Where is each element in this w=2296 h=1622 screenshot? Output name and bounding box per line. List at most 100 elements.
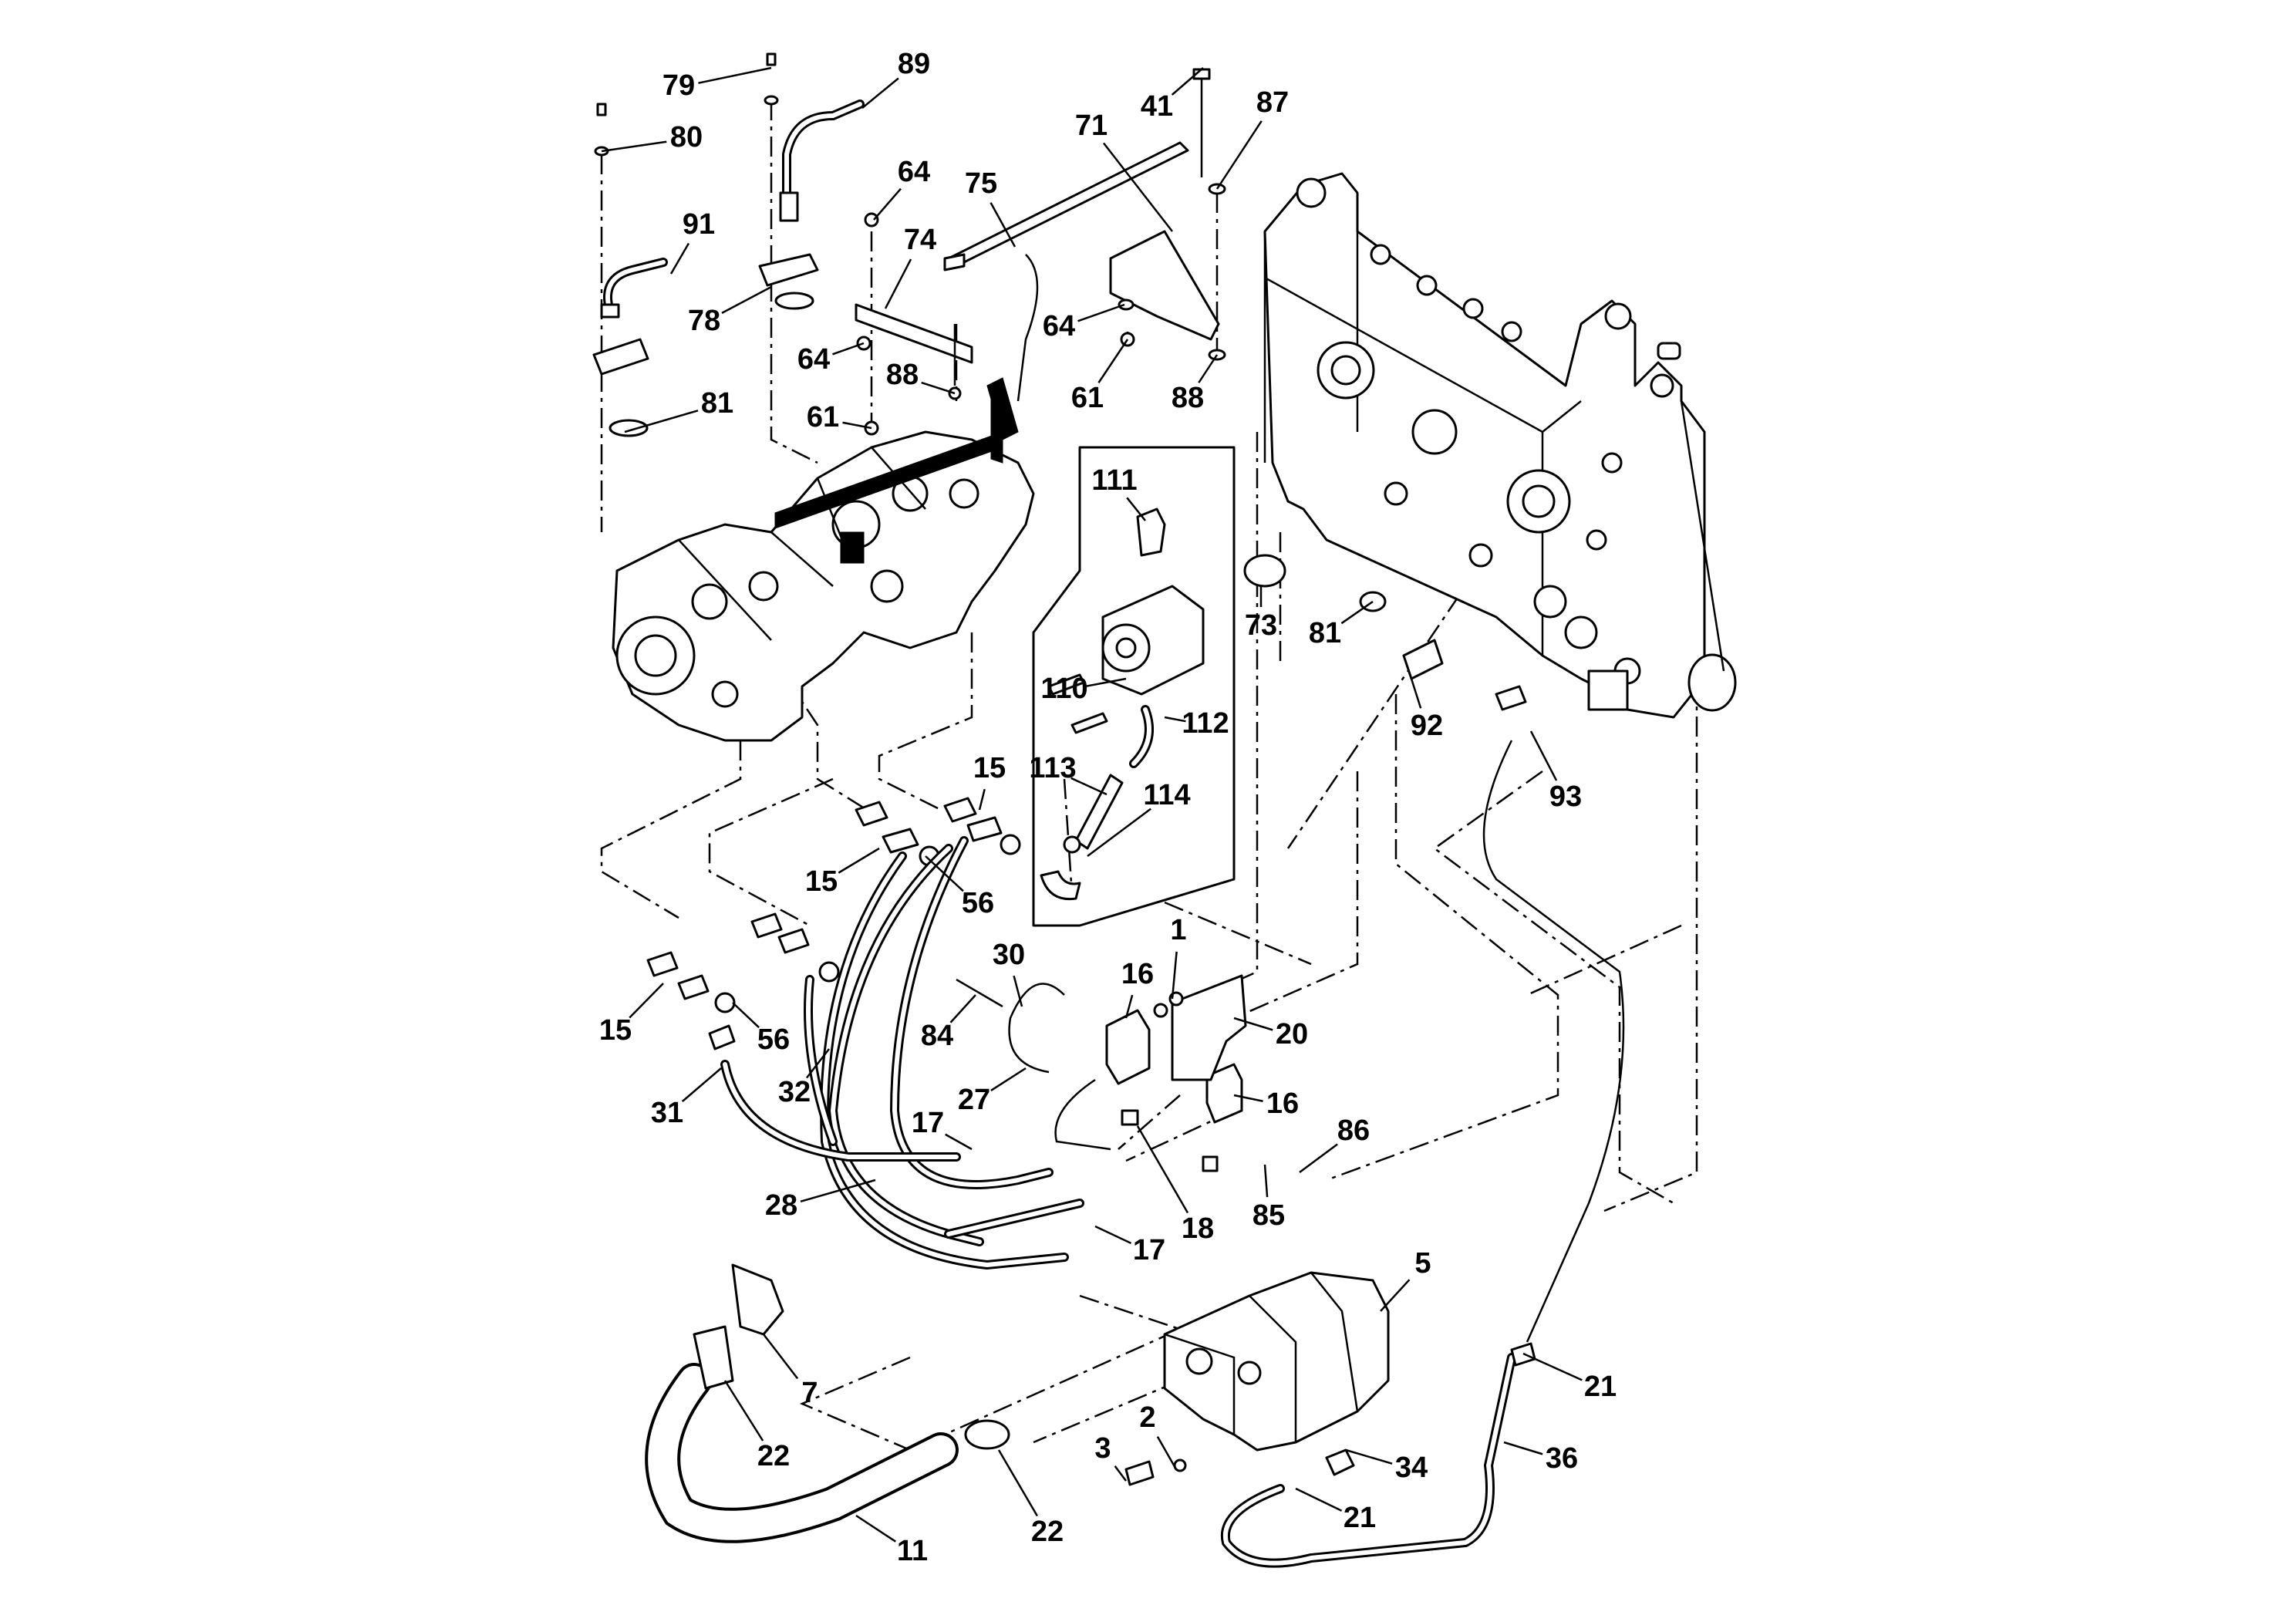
callout-c56a: 56 — [962, 887, 994, 919]
callout-c111: 111 — [1091, 464, 1137, 497]
leader-line-c81b — [1340, 600, 1374, 625]
callout-c15a: 15 — [973, 752, 1006, 784]
leader-line-c56a — [925, 855, 964, 892]
callout-c85: 85 — [1253, 1199, 1285, 1232]
callout-c22a: 22 — [757, 1440, 790, 1472]
leader-line-c88b — [1198, 354, 1219, 383]
leader-line-c15a — [978, 788, 986, 811]
leader-line-c34 — [1345, 1448, 1393, 1465]
leader-line-c3 — [1114, 1465, 1127, 1482]
callout-c114: 114 — [1143, 779, 1190, 811]
leader-line-c11 — [855, 1514, 896, 1543]
callout-c75: 75 — [965, 167, 997, 200]
callout-c112: 112 — [1182, 707, 1229, 740]
callout-c32: 32 — [778, 1076, 811, 1108]
leader-line-c64b — [832, 342, 865, 356]
leader-line-c91 — [669, 242, 690, 275]
callout-c74: 74 — [904, 224, 936, 256]
callout-c80: 80 — [670, 121, 703, 153]
leader-line-c64a — [873, 187, 902, 221]
callout-c88a: 88 — [886, 359, 919, 391]
callout-c73: 73 — [1245, 609, 1277, 642]
callout-c64a: 64 — [898, 156, 930, 188]
callout-c110: 110 — [1040, 673, 1087, 705]
leader-line-c79 — [698, 66, 772, 84]
callout-c17b: 17 — [1133, 1234, 1165, 1266]
callout-c18: 18 — [1182, 1212, 1214, 1245]
callout-c79: 79 — [663, 69, 695, 102]
leader-line-c22a — [723, 1380, 764, 1442]
leader-line-c17a — [945, 1133, 973, 1151]
callout-c81a: 81 — [701, 387, 733, 420]
leader-line-c112 — [1164, 716, 1186, 723]
leader-line-c88a — [921, 381, 956, 395]
callout-c56b: 56 — [757, 1023, 790, 1056]
callout-c3: 3 — [1094, 1432, 1111, 1465]
leader-line-c17b — [1094, 1225, 1132, 1245]
leader-line-c114 — [1087, 808, 1151, 858]
hydrostatic-pump-assembly — [612, 377, 1035, 742]
leader-line-c110 — [1084, 677, 1127, 688]
leader-line-c1 — [1171, 951, 1178, 1000]
leader-line-c61b — [1097, 339, 1129, 384]
leader-line-c93 — [1529, 730, 1558, 781]
leader-line-c20 — [1233, 1017, 1273, 1031]
charge-pump-and-suction — [645, 554, 1625, 1568]
leader-line-c31 — [681, 1067, 722, 1103]
leader-line-c15b — [838, 847, 880, 874]
leader-line-c84 — [949, 994, 976, 1023]
callout-c2: 2 — [1139, 1401, 1155, 1434]
leader-line-c30 — [1013, 975, 1023, 1007]
callout-c113: 113 — [1029, 752, 1076, 784]
callout-c15b: 15 — [805, 865, 838, 898]
top-hardware — [592, 52, 1226, 437]
callout-c20: 20 — [1276, 1018, 1308, 1050]
leader-line-c92 — [1410, 678, 1422, 709]
callout-c22b: 22 — [1031, 1516, 1064, 1548]
leader-line-c15c — [629, 983, 664, 1019]
callout-c93: 93 — [1549, 781, 1582, 813]
hose-fittings — [646, 797, 1021, 1050]
callout-c64c: 64 — [1043, 310, 1075, 342]
leader-line-c16b — [1233, 1094, 1263, 1102]
callout-c15c: 15 — [599, 1014, 632, 1047]
callout-c88b: 88 — [1172, 382, 1204, 414]
callout-c28: 28 — [765, 1189, 797, 1222]
callout-c89: 89 — [898, 48, 930, 80]
leader-line-c41 — [1171, 67, 1204, 96]
callout-c16a: 16 — [1121, 958, 1154, 990]
transmission-housing — [1263, 172, 1737, 719]
callout-c92: 92 — [1411, 710, 1443, 742]
callout-c61b: 61 — [1071, 382, 1104, 414]
callout-c7: 7 — [801, 1377, 818, 1409]
leader-line-c78 — [721, 285, 772, 314]
hydraulic-hoses — [720, 836, 1111, 1270]
leader-line-c80 — [601, 140, 667, 153]
leader-line-c74 — [884, 258, 912, 309]
leader-line-c21a — [1522, 1352, 1583, 1381]
leader-line-c18 — [1136, 1125, 1189, 1214]
callout-c30: 30 — [993, 939, 1025, 971]
callout-c1: 1 — [1170, 914, 1186, 946]
leader-line-c81a — [624, 410, 699, 433]
callout-c36: 36 — [1546, 1442, 1578, 1475]
callout-c17a: 17 — [912, 1107, 944, 1139]
leader-line-c27 — [990, 1067, 1027, 1092]
callout-c11: 11 — [897, 1535, 928, 1567]
valve-block — [956, 974, 1247, 1172]
leader-line-c89 — [861, 77, 899, 109]
callout-c61a: 61 — [807, 401, 839, 433]
callout-c81b: 81 — [1309, 617, 1341, 649]
callout-c5: 5 — [1414, 1247, 1431, 1280]
leader-line-c36 — [1503, 1441, 1543, 1455]
callout-c91: 91 — [683, 208, 715, 241]
callout-c34: 34 — [1395, 1452, 1428, 1484]
leader-line-c61a — [842, 421, 872, 430]
callout-c84: 84 — [921, 1020, 953, 1052]
leader-line-c111 — [1126, 497, 1146, 521]
leader-line-c85 — [1263, 1164, 1269, 1198]
callout-c86: 86 — [1337, 1114, 1370, 1147]
callout-c41: 41 — [1141, 90, 1173, 123]
callout-c31: 31 — [651, 1097, 683, 1129]
